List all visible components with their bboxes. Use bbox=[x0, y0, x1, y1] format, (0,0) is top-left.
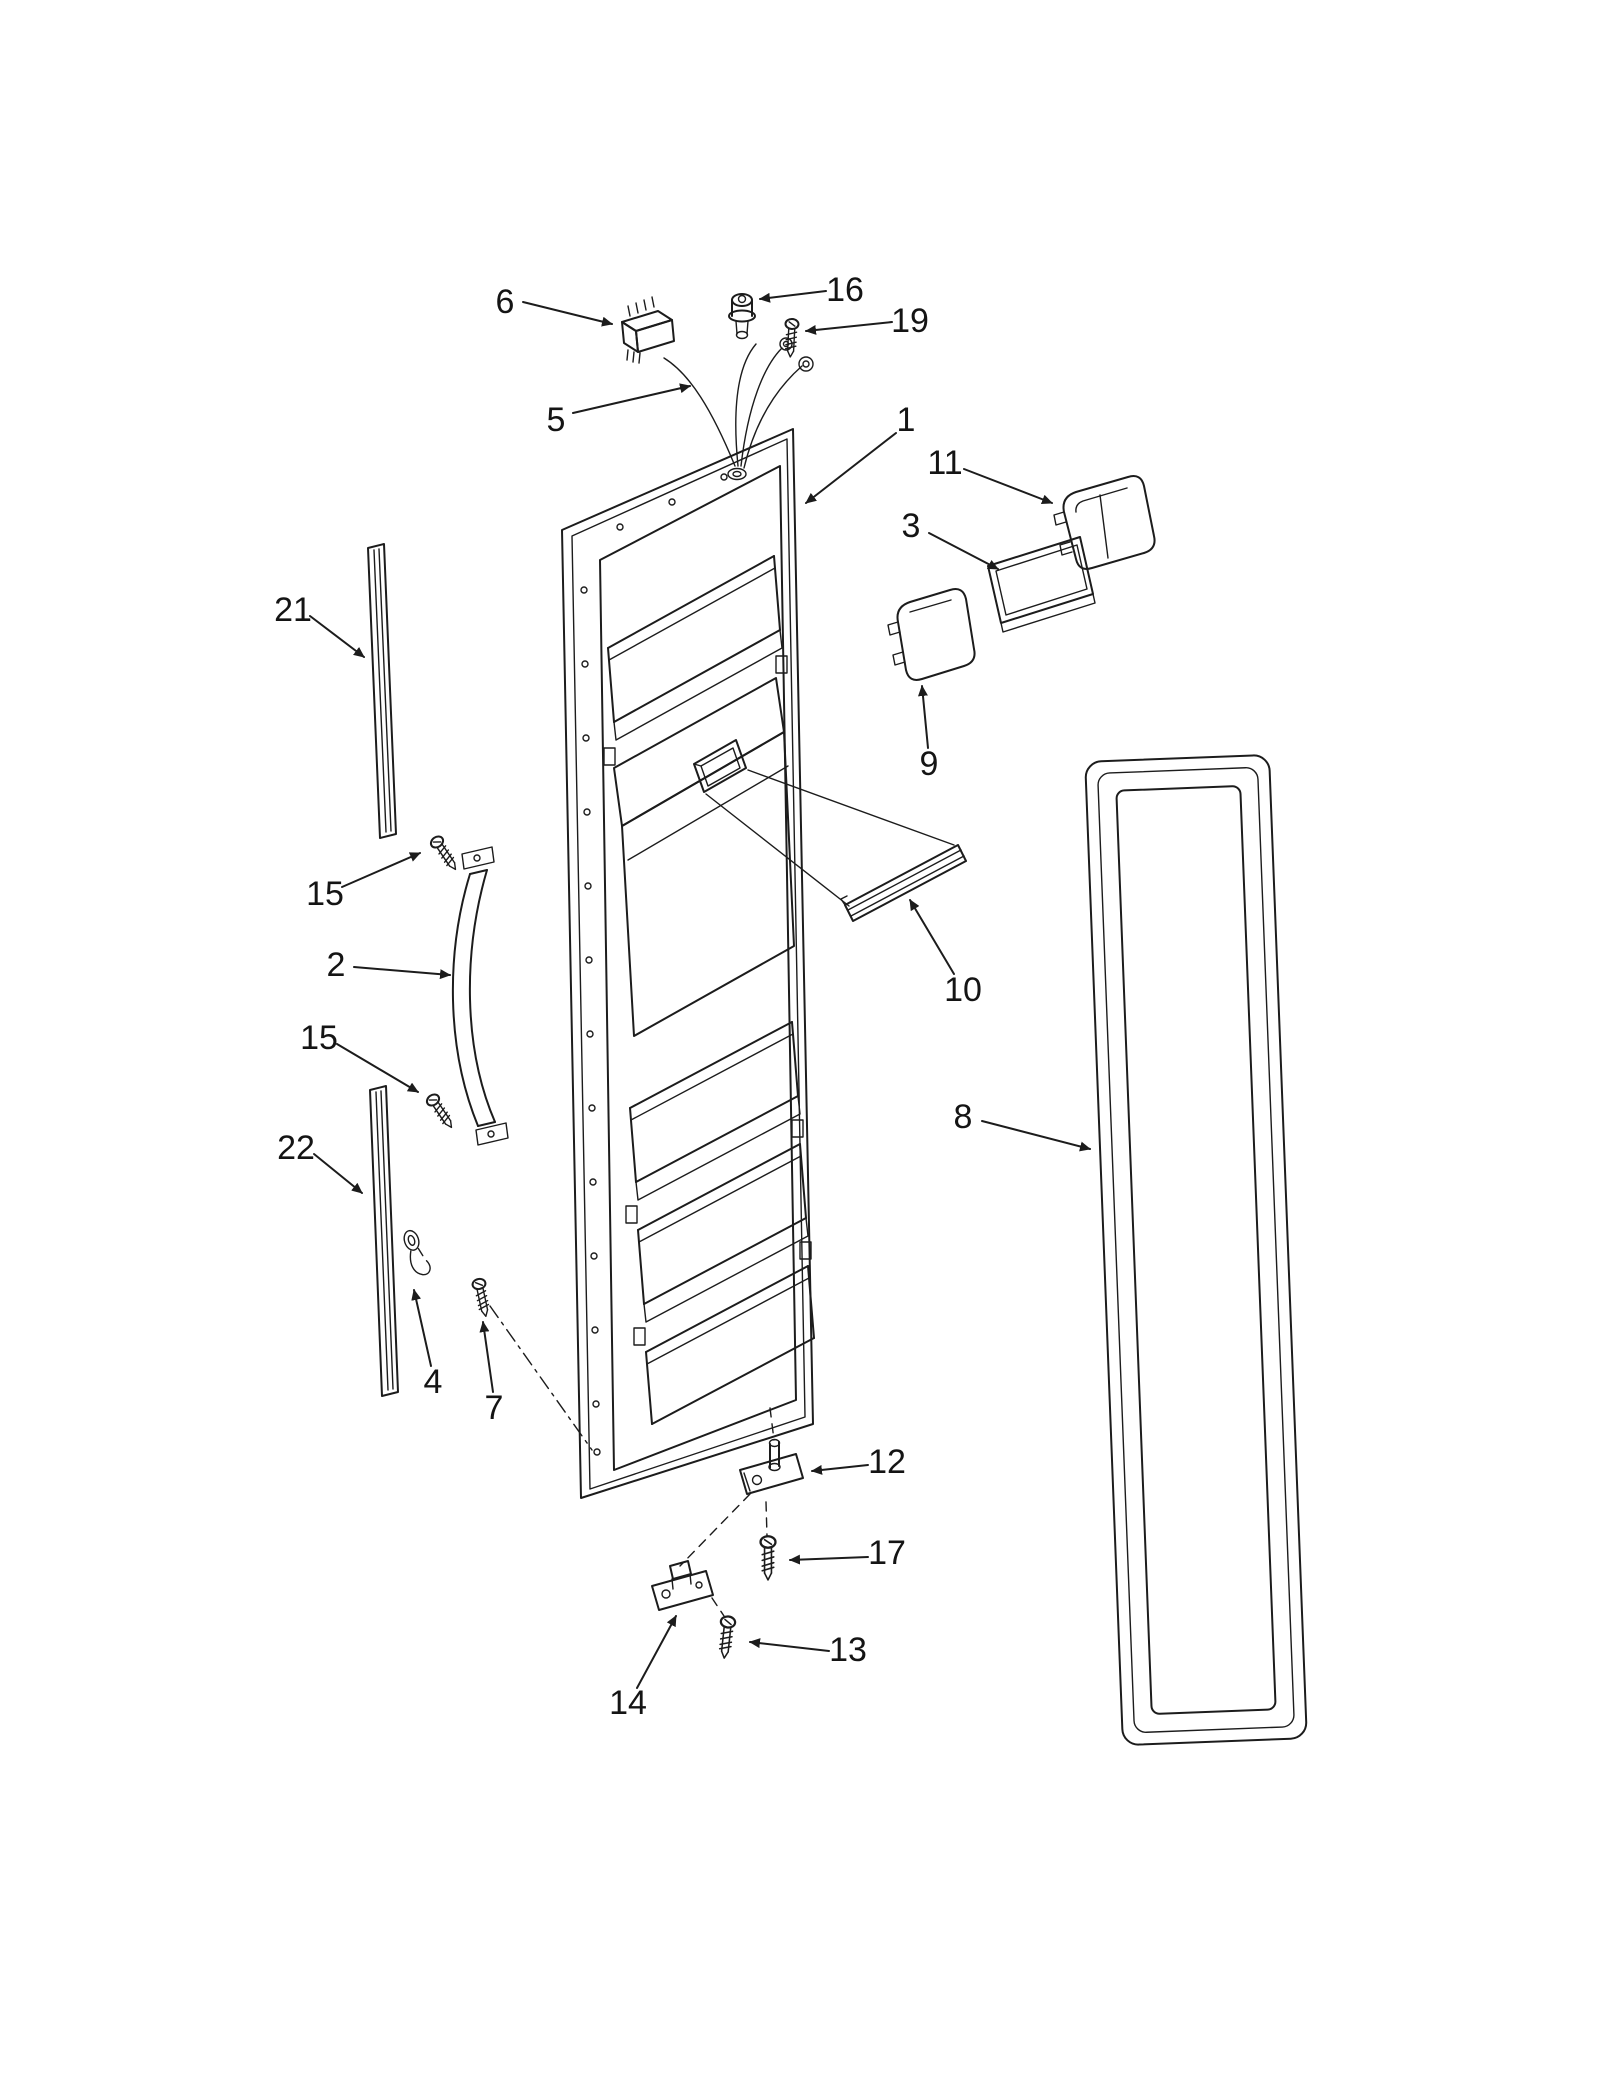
callout-15-upper: 15 bbox=[306, 852, 421, 913]
ice-chute-opening bbox=[693, 739, 747, 793]
part-9-end-cap bbox=[887, 588, 976, 681]
door-bottom-tray bbox=[645, 1265, 815, 1425]
door-lower-bin-1 bbox=[625, 1021, 804, 1224]
part-14-hinge-bracket bbox=[651, 1560, 714, 1611]
callout-2-arrow bbox=[353, 966, 451, 980]
callout-7: 7 bbox=[479, 1321, 504, 1427]
door-lower-bin-2 bbox=[633, 1143, 812, 1346]
callout-2-label: 2 bbox=[327, 946, 346, 984]
callout-9-label: 9 bbox=[920, 745, 939, 783]
callout-19: 19 bbox=[805, 302, 929, 340]
part-1-freezer-door-panel bbox=[561, 428, 955, 1499]
part-2-door-handle bbox=[451, 846, 509, 1146]
callout-3-label: 3 bbox=[902, 507, 921, 545]
part-11-end-cap bbox=[1053, 475, 1156, 570]
callout-17-arrow bbox=[789, 1554, 869, 1565]
part-7-screw bbox=[470, 1276, 494, 1319]
callout-13-arrow bbox=[749, 1638, 830, 1652]
callout-5-arrow bbox=[572, 383, 691, 414]
callout-22-arrow bbox=[313, 1153, 363, 1194]
callout-15-upper-label: 15 bbox=[306, 875, 344, 913]
callouts: 6 16 19 5 1 11 3 9 bbox=[274, 271, 1091, 1722]
part-22-trim-strip-lower bbox=[369, 1085, 399, 1397]
callout-7-arrow bbox=[479, 1321, 494, 1393]
callout-15-upper-arrow bbox=[341, 852, 421, 888]
door-dispenser-housing bbox=[613, 677, 795, 1037]
part-4-clip bbox=[403, 1229, 431, 1276]
part-10-shelf-rail bbox=[840, 844, 967, 922]
callout-21-label: 21 bbox=[274, 591, 312, 629]
door-wire-grommet bbox=[727, 467, 747, 481]
callout-19-label: 19 bbox=[891, 302, 929, 340]
door-top-bin bbox=[603, 555, 788, 766]
callout-21: 21 bbox=[274, 591, 365, 658]
door-liner-outline bbox=[599, 465, 797, 1471]
callout-11-arrow bbox=[963, 468, 1053, 505]
callout-16-label: 16 bbox=[826, 271, 864, 309]
part-15-screw-upper bbox=[427, 833, 462, 874]
callout-9: 9 bbox=[917, 685, 939, 783]
callout-10-label: 10 bbox=[944, 971, 982, 1009]
callout-8: 8 bbox=[954, 1098, 1091, 1152]
callout-16: 16 bbox=[759, 271, 864, 309]
callout-8-label: 8 bbox=[954, 1098, 973, 1136]
callout-1: 1 bbox=[805, 401, 916, 504]
callout-14-arrow bbox=[636, 1615, 677, 1689]
part-15-screw-lower bbox=[423, 1091, 458, 1132]
callout-10-arrow bbox=[909, 899, 955, 975]
callout-15-lower-label: 15 bbox=[300, 1019, 338, 1057]
callout-15-lower: 15 bbox=[300, 1019, 419, 1093]
callout-11-label: 11 bbox=[927, 444, 962, 482]
callout-9-arrow bbox=[917, 685, 929, 749]
door-outer-outline bbox=[561, 428, 814, 1499]
callout-21-arrow bbox=[309, 615, 365, 658]
callout-17-label: 17 bbox=[868, 1534, 906, 1572]
part-12-hinge-bearing bbox=[739, 1438, 804, 1495]
callout-19-arrow bbox=[805, 321, 893, 335]
door-flange-holes bbox=[580, 473, 728, 1456]
callout-16-arrow bbox=[759, 290, 827, 303]
callout-11: 11 bbox=[927, 444, 1053, 505]
callout-6-arrow bbox=[522, 301, 613, 327]
callout-4-arrow bbox=[411, 1289, 432, 1367]
callout-14-label: 14 bbox=[609, 1684, 647, 1722]
callout-5: 5 bbox=[547, 383, 691, 439]
callout-4-label: 4 bbox=[424, 1363, 443, 1401]
callout-6: 6 bbox=[496, 283, 613, 327]
callout-1-arrow bbox=[805, 432, 897, 504]
callout-5-label: 5 bbox=[547, 401, 566, 439]
callout-13: 13 bbox=[749, 1631, 867, 1669]
part-16-plug bbox=[728, 293, 756, 340]
callout-12-label: 12 bbox=[868, 1443, 906, 1481]
callout-3-arrow bbox=[928, 532, 999, 570]
assembly-axis-lines bbox=[489, 1305, 775, 1617]
part-13-screw bbox=[715, 1614, 737, 1660]
callout-22-label: 22 bbox=[277, 1129, 315, 1167]
callout-22: 22 bbox=[277, 1129, 363, 1194]
part-8-door-gasket bbox=[1084, 754, 1308, 1746]
callout-15-lower-arrow bbox=[336, 1043, 419, 1093]
callout-12-arrow bbox=[811, 1464, 869, 1475]
callout-14: 14 bbox=[609, 1615, 677, 1722]
callout-4: 4 bbox=[411, 1289, 443, 1401]
callout-17: 17 bbox=[789, 1534, 906, 1572]
callout-7-label: 7 bbox=[485, 1389, 504, 1427]
door-inner-outline bbox=[571, 438, 806, 1490]
rail-projection-line-2 bbox=[705, 793, 850, 907]
callout-6-label: 6 bbox=[496, 283, 515, 321]
callout-12: 12 bbox=[811, 1443, 906, 1481]
part-5-wire-harness bbox=[663, 337, 814, 469]
part-21-trim-strip-upper bbox=[367, 543, 397, 839]
callout-1-label: 1 bbox=[897, 401, 916, 439]
callout-2: 2 bbox=[327, 946, 451, 984]
callout-10: 10 bbox=[909, 899, 982, 1009]
part-3-tray bbox=[987, 536, 1096, 633]
part-17-screw bbox=[759, 1535, 777, 1582]
callout-3: 3 bbox=[902, 507, 999, 570]
callout-13-label: 13 bbox=[829, 1631, 867, 1669]
part-6-wiring-connector bbox=[621, 296, 675, 364]
callout-8-arrow bbox=[981, 1120, 1091, 1152]
rail-projection-line-1 bbox=[747, 769, 955, 846]
